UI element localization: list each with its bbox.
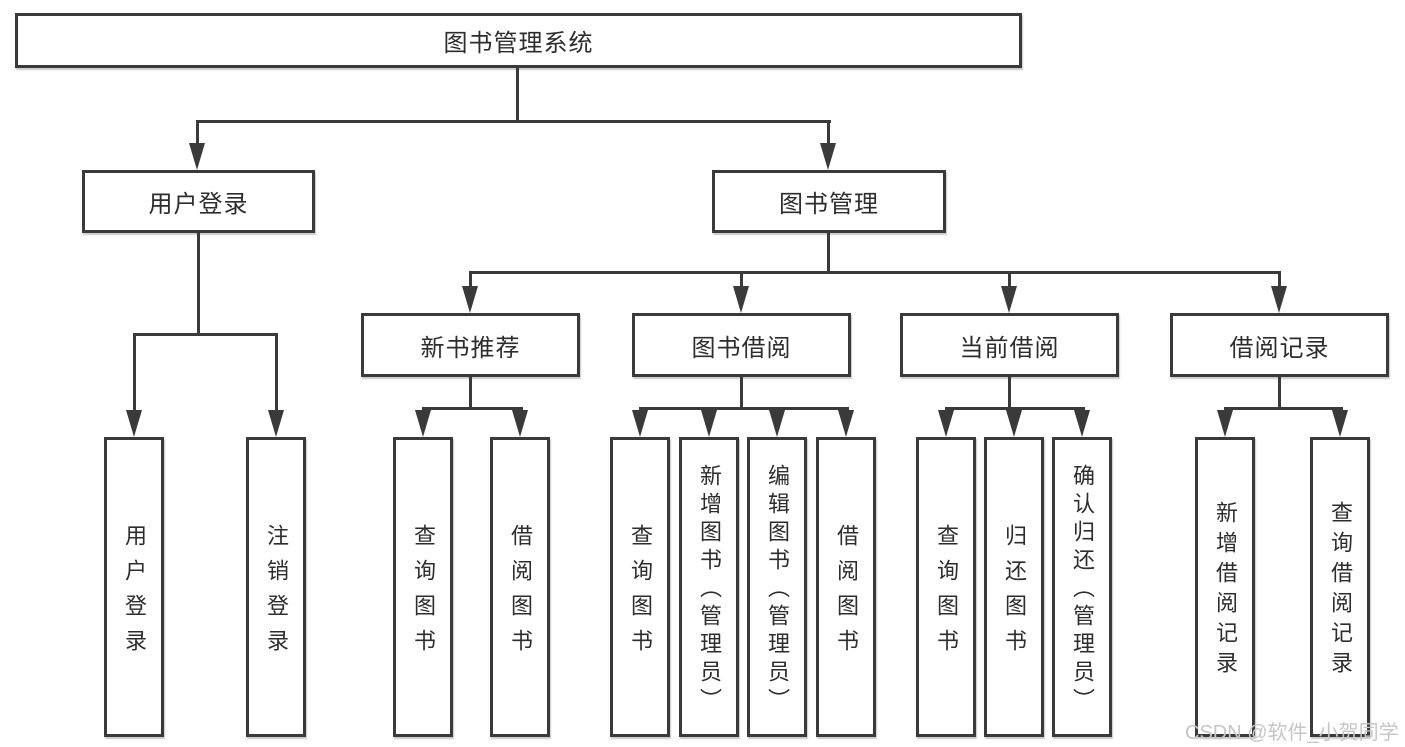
arrowhead-down-icon bbox=[838, 410, 854, 437]
leaf-query-borrow-record: 查询借阅记录 bbox=[1310, 437, 1370, 737]
arrowhead-down-icon bbox=[1271, 286, 1287, 313]
connector-line bbox=[639, 407, 849, 410]
connector-line bbox=[469, 271, 1281, 274]
arrowhead-down-icon bbox=[126, 410, 142, 437]
node-label: 图书借阅 bbox=[691, 334, 792, 362]
arrowhead-down-icon bbox=[820, 143, 836, 170]
connector-line bbox=[740, 271, 743, 289]
arrowhead-down-icon bbox=[1074, 410, 1090, 437]
leaf-borrow-books-recommend: 借阅图书 bbox=[490, 437, 550, 737]
node-label: 借阅图书 bbox=[508, 523, 533, 664]
node-label: 用户登录 bbox=[122, 523, 147, 664]
node-label: 用户登录 bbox=[148, 191, 249, 218]
node-label: 编辑图书（管理员） bbox=[765, 464, 790, 716]
connector-line bbox=[1278, 271, 1281, 289]
connector-line bbox=[469, 271, 472, 289]
arrowhead-down-icon bbox=[701, 410, 717, 437]
leaf-logout: 注销登录 bbox=[246, 437, 306, 737]
node-label: 查询图书 bbox=[411, 523, 436, 664]
node-user-login: 用户登录 bbox=[82, 170, 315, 233]
leaf-confirm-return-admin: 确认归还（管理员） bbox=[1052, 437, 1112, 737]
leaf-user-login: 用户登录 bbox=[104, 437, 164, 737]
node-new-book-recommendation: 新书推荐 bbox=[361, 313, 580, 377]
connector-line bbox=[1224, 407, 1343, 410]
connector-line bbox=[133, 333, 136, 413]
arrowhead-down-icon bbox=[1001, 286, 1017, 313]
leaf-add-borrow-record: 新增借阅记录 bbox=[1195, 437, 1255, 737]
arrowhead-down-icon bbox=[462, 286, 478, 313]
connector-line bbox=[196, 120, 199, 148]
arrowhead-down-icon bbox=[268, 410, 284, 437]
connector-line bbox=[827, 120, 830, 148]
arrowhead-down-icon bbox=[733, 286, 749, 313]
arrowhead-down-icon bbox=[1217, 410, 1233, 437]
node-book-borrowing: 图书借阅 bbox=[632, 313, 851, 377]
connector-line bbox=[275, 333, 278, 413]
leaf-query-books-recommend: 查询图书 bbox=[393, 437, 453, 737]
watermark: CSDN @软件_小贺同学 bbox=[1185, 722, 1399, 744]
connector-line bbox=[1008, 377, 1011, 409]
node-label: 确认归还（管理员） bbox=[1070, 464, 1095, 716]
node-label: 当前借阅 bbox=[959, 334, 1060, 362]
node-label: 新增借阅记录 bbox=[1213, 501, 1238, 681]
node-label: 归还图书 bbox=[1002, 523, 1027, 664]
connector-line bbox=[469, 377, 472, 409]
connector-line bbox=[422, 407, 523, 410]
leaf-query-books-borrowing: 查询图书 bbox=[610, 437, 670, 737]
leaf-query-books-current: 查询图书 bbox=[916, 437, 976, 737]
node-label: 图书管理 bbox=[779, 191, 879, 218]
node-current-borrowing: 当前借阅 bbox=[900, 313, 1119, 377]
arrowhead-down-icon bbox=[1332, 410, 1348, 437]
node-label: 新增图书（管理员） bbox=[697, 464, 722, 716]
arrowhead-down-icon bbox=[769, 410, 785, 437]
node-label: 新书推荐 bbox=[420, 334, 521, 362]
arrowhead-down-icon bbox=[632, 410, 648, 437]
connector-line bbox=[197, 233, 200, 333]
connector-line bbox=[197, 120, 831, 123]
node-label: 图书管理系统 bbox=[443, 30, 594, 57]
node-label: 查询借阅记录 bbox=[1328, 501, 1353, 681]
arrowhead-down-icon bbox=[415, 410, 431, 437]
node-label: 注销登录 bbox=[264, 523, 289, 664]
leaf-borrow-books: 借阅图书 bbox=[816, 437, 876, 737]
connector-line bbox=[1008, 271, 1011, 289]
arrowhead-down-icon bbox=[938, 410, 954, 437]
connector-line bbox=[516, 68, 519, 120]
node-label: 查询图书 bbox=[628, 523, 653, 664]
node-borrowing-records: 借阅记录 bbox=[1170, 313, 1389, 377]
connector-line bbox=[1278, 377, 1281, 409]
leaf-return-books: 归还图书 bbox=[984, 437, 1044, 737]
arrowhead-down-icon bbox=[512, 410, 528, 437]
arrowhead-down-icon bbox=[1006, 410, 1022, 437]
connector-line bbox=[740, 377, 743, 409]
connector-line bbox=[133, 333, 278, 336]
leaf-edit-book-admin: 编辑图书（管理员） bbox=[747, 437, 807, 737]
leaf-add-book-admin: 新增图书（管理员） bbox=[679, 437, 739, 737]
node-label: 借阅图书 bbox=[834, 523, 859, 664]
node-label: 借阅记录 bbox=[1229, 334, 1330, 362]
arrowhead-down-icon bbox=[189, 143, 205, 170]
node-book-management: 图书管理 bbox=[712, 170, 946, 233]
node-label: 查询图书 bbox=[934, 523, 959, 664]
node-library-management-system: 图书管理系统 bbox=[15, 13, 1022, 68]
connector-line bbox=[827, 233, 830, 273]
